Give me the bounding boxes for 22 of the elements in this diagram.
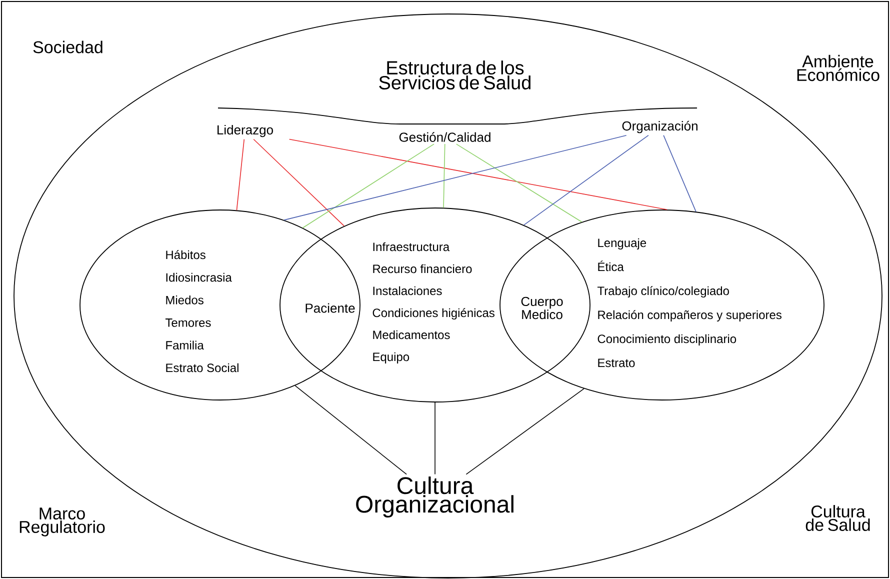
main-label: Cultura Organizacional (356, 476, 514, 518)
connector-line (236, 138, 245, 211)
connector-line (288, 138, 668, 210)
connector-line (253, 138, 344, 226)
connector-line (434, 402, 436, 475)
context-label: Sociedad (33, 40, 102, 54)
connector-line (523, 134, 649, 226)
context-label: Ambiente Económico (797, 54, 880, 82)
connector-line (456, 144, 582, 222)
overlap-label: Cuerpo Medico (521, 296, 563, 320)
context-label: Cultura de Salud (806, 505, 870, 531)
factor-label: Gestión/Calidad (399, 132, 490, 142)
connector-line (284, 134, 627, 220)
factor-label: Organización (622, 120, 698, 134)
connector-line (302, 144, 434, 228)
context-label: Marco Regulatorio (20, 508, 105, 536)
connector-line (466, 388, 584, 475)
overlap-label: Paciente (306, 303, 355, 313)
connector-line (443, 144, 446, 208)
connector-line (663, 134, 696, 212)
connector-line (294, 385, 407, 475)
factor-label: Liderazgo (218, 124, 273, 138)
